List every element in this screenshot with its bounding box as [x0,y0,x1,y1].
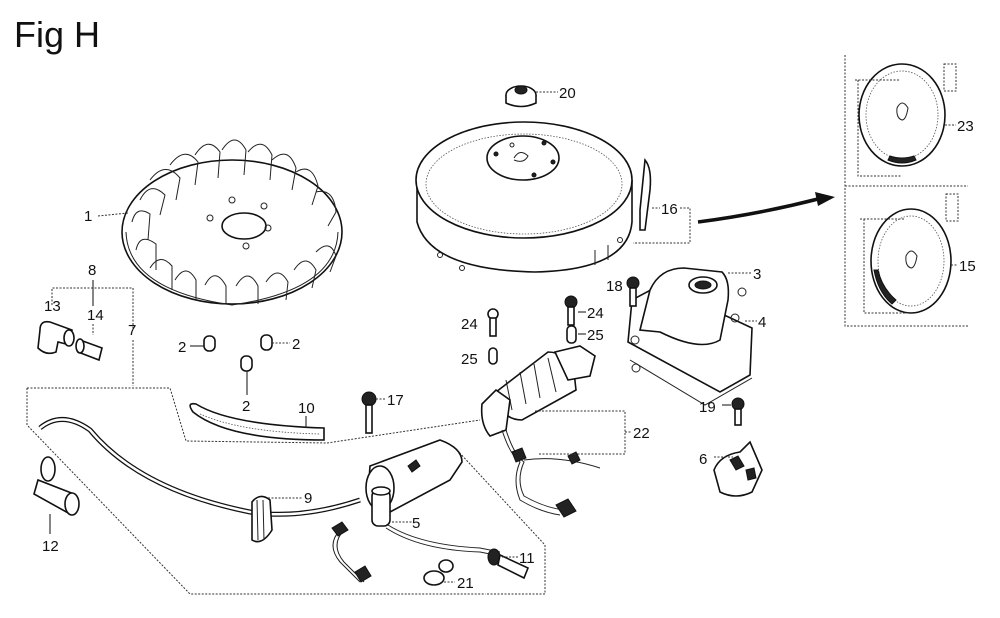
part-label-11: 11 [519,550,535,567]
screw-19-drawing [731,397,745,426]
part-label-1: 1 [84,208,92,225]
part-label-25b: 25 [587,327,604,344]
part-label-8: 8 [88,262,96,279]
flange-nut-drawing [505,85,537,108]
switch-unit-drawing [713,440,763,497]
flywheel-inset [844,55,968,327]
part-label-20: 20 [559,85,576,102]
part-label-19: 19 [699,399,716,416]
bolt-24-right-drawing [564,295,578,326]
part-label-3: 3 [753,266,761,283]
part-label-23: 23 [957,118,974,135]
part-label-2b: 2 [292,336,300,353]
part-label-13: 13 [44,298,61,315]
cord-grommet-drawing [487,548,530,580]
figure-title: Fig H [14,14,100,55]
bolt-17-drawing [361,391,377,434]
cord-clamp-drawing [423,559,454,586]
part-label-16: 16 [661,201,678,218]
collar-25-left-drawing [488,347,498,365]
part-label-24a: 24 [461,316,478,333]
part-label-14: 14 [87,307,104,324]
part-label-2c: 2 [242,398,250,415]
part-label-2a: 2 [178,339,186,356]
plug-cap-drawing [33,456,80,516]
part-label-21: 21 [457,575,474,592]
part-label-17: 17 [387,392,404,409]
tube-drawing [189,402,325,441]
plug-cap-elbow-drawing [37,320,75,355]
part-label-9: 9 [304,490,312,507]
ignition-coil-drawing [331,439,501,583]
part-label-5: 5 [412,515,420,532]
bolt-24-left-drawing [487,308,499,337]
part-label-7: 7 [128,322,136,339]
flywheel-drawing [415,121,652,273]
part-label-15: 15 [959,258,976,275]
screw-18-drawing [626,276,640,307]
part-label-18: 18 [606,278,623,295]
arrow-head-icon [815,192,835,206]
part-label-6: 6 [699,451,707,468]
charge-coil-drawing [480,345,601,518]
protector-drawing [627,267,753,406]
collar-drawings [203,334,273,372]
collar-25-right-drawing [566,325,577,344]
part-label-4: 4 [758,314,766,331]
part-label-24b: 24 [587,305,604,322]
flywheel-fan-drawing [121,139,343,306]
grommet-drawing [251,495,273,543]
part-label-10: 10 [298,400,315,417]
part-label-12: 12 [42,538,59,555]
high-tension-cord-drawing [38,417,361,517]
part-label-22: 22 [633,425,650,442]
part-label-25a: 25 [461,351,478,368]
arrow-icon [697,196,823,224]
suppressor-drawing [75,338,103,362]
